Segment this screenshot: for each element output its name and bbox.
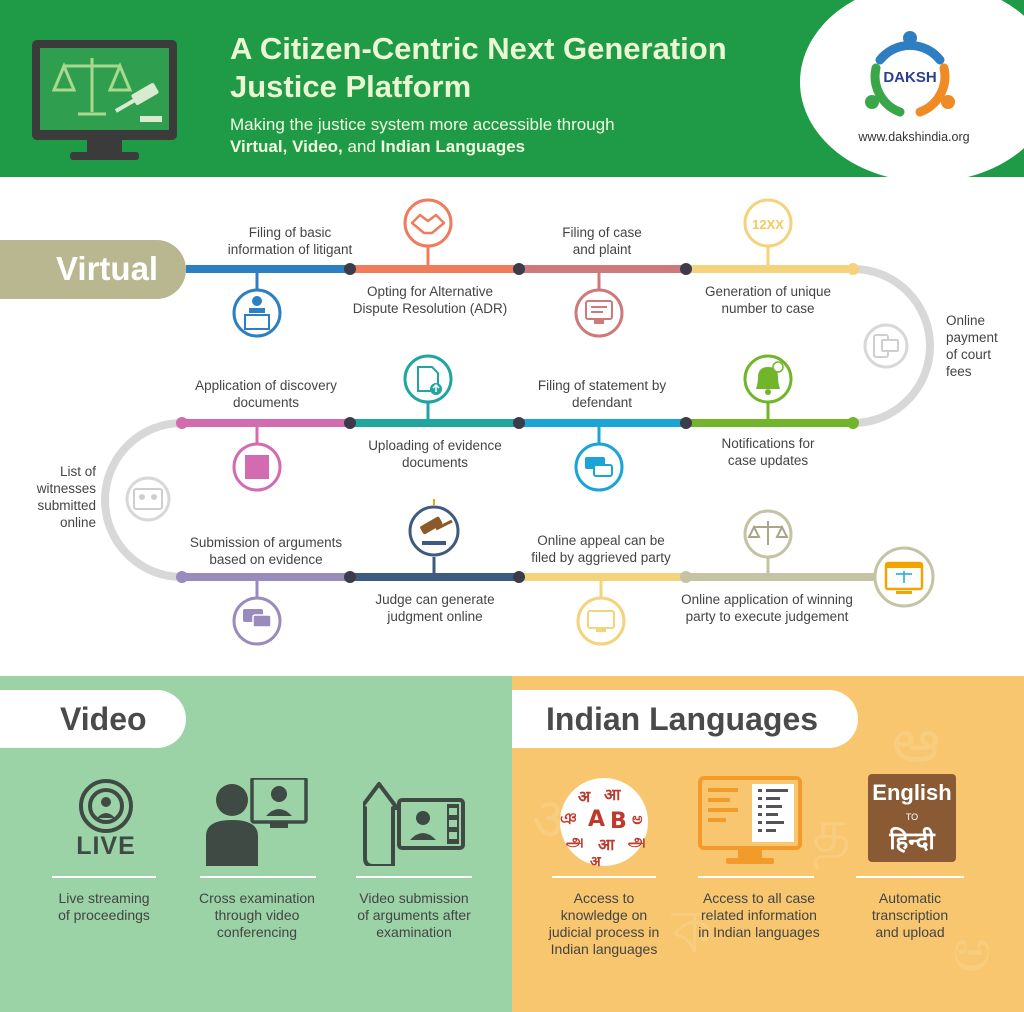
video-conference-icon: [206, 778, 308, 866]
online-payment-icon: [863, 323, 909, 369]
track-node: [847, 417, 859, 429]
track-node: [344, 571, 356, 583]
divider: [52, 876, 156, 878]
discovery-documents-icon: [232, 442, 282, 492]
track-node: [847, 263, 859, 275]
divider: [698, 876, 814, 878]
logo-url[interactable]: www.dakshindia.org: [858, 130, 970, 144]
judge-gavel-icon: [408, 499, 460, 557]
arguments-chat-icon: [232, 596, 282, 646]
track-node: [344, 263, 356, 275]
online-appeal-icon: [576, 596, 626, 646]
track-node: [513, 571, 525, 583]
track-curve-left: [101, 419, 183, 581]
svg-text:அ: அ: [566, 831, 584, 850]
divider: [356, 876, 472, 878]
track-node: [513, 263, 525, 275]
witnesses-icon: [125, 476, 171, 522]
header-banner: A Citizen-Centric Next Generation Justic…: [0, 0, 1024, 177]
svg-text:அ: அ: [628, 831, 646, 850]
video-tab: Video: [0, 690, 186, 748]
live-icon-text: LIVE: [76, 832, 136, 860]
indian-languages-tab: Indian Languages: [512, 690, 858, 748]
virtual-tab: Virtual: [0, 240, 186, 299]
case-number-icon: [743, 198, 793, 248]
svg-text:आ: आ: [598, 835, 615, 854]
track-node: [680, 417, 692, 429]
logo-text: DAKSH: [883, 69, 936, 86]
track-node: [513, 417, 525, 429]
daksh-logo: DAKSH: [865, 31, 955, 117]
svg-text:B: B: [610, 809, 627, 834]
track-node: [176, 571, 188, 583]
live-broadcast-icon: [79, 779, 133, 833]
process-track: [101, 198, 935, 646]
multilingual-characters-icon: अ आ A B ঞ ಅ அ आ அ अ: [560, 778, 648, 870]
litigant-podium-icon: [232, 288, 282, 338]
svg-text:ಅ: ಅ: [632, 809, 643, 828]
language-menu-monitor-icon: [698, 776, 802, 864]
svg-text:A: A: [588, 807, 605, 832]
page-title: A Citizen-Centric Next Generation Justic…: [230, 31, 727, 104]
svg-text:ঞ: ঞ: [560, 809, 577, 828]
video-submission-icon: [363, 782, 465, 866]
divider: [552, 876, 656, 878]
track-node: [680, 571, 692, 583]
execute-judgement-icon: [873, 546, 935, 608]
handshake-icon: [403, 198, 453, 248]
plaint-document-icon: [574, 288, 624, 338]
monitor-justice-icon: [32, 40, 177, 160]
notification-bell-icon: [743, 354, 793, 404]
divider: [856, 876, 964, 878]
track-curve-right: [852, 265, 934, 427]
divider: [200, 876, 316, 878]
case-number-icon-text: 12XX: [752, 217, 784, 232]
track-node: [680, 263, 692, 275]
scales-icon: [743, 509, 793, 559]
svg-text:अ: अ: [578, 787, 591, 806]
svg-text:आ: आ: [604, 785, 621, 804]
logo-background: [800, 0, 1024, 177]
indian-languages-section: अ ক த ಅ ఆ Indian Languages अ आ A B ঞ ಅ அ…: [512, 676, 1024, 1012]
english-to-hindi-icon: English TO हिन्दी: [868, 774, 956, 862]
page-subtitle: Making the justice system more accessibl…: [230, 115, 615, 156]
track-node: [344, 417, 356, 429]
svg-text:अ: अ: [590, 854, 602, 870]
statement-chat-icon: [574, 442, 624, 492]
upload-evidence-icon: [403, 354, 453, 404]
track-node: [176, 417, 188, 429]
